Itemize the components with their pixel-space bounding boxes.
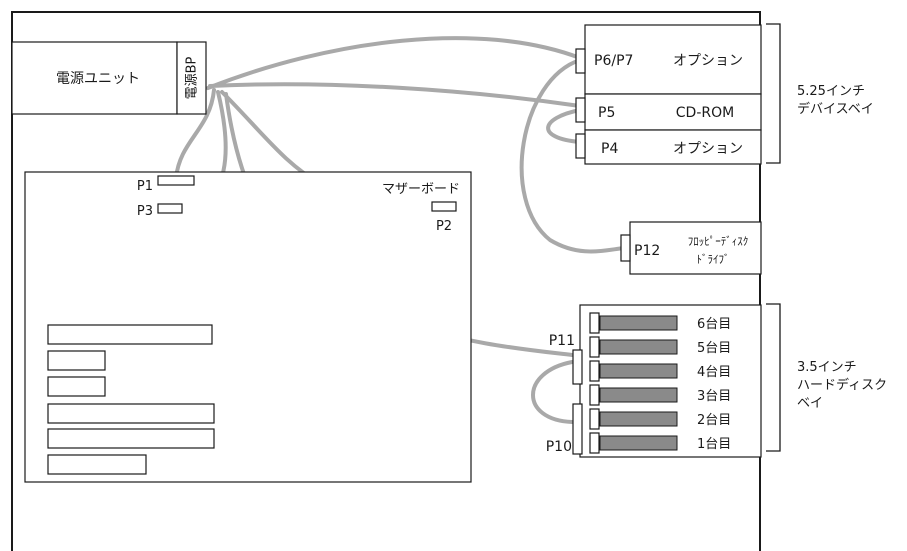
expansion-slot [47, 428, 215, 449]
p2-connector [431, 201, 457, 212]
hdd-group-label-2: ハードディスク [797, 377, 887, 393]
p4-label: P4 [601, 141, 618, 157]
hdd-label-1: 1台目 [697, 437, 731, 452]
psu-backplane-label: 電源BP [185, 56, 200, 99]
expansion-slot [47, 350, 106, 371]
cable-p5-p4 [546, 108, 582, 144]
hdd-connector [589, 432, 600, 454]
p2-label: P2 [436, 219, 452, 234]
hdd-drive-5 [599, 339, 678, 355]
hdd-connector [589, 336, 600, 358]
hdd-connector [589, 384, 600, 406]
expansion-slot [47, 324, 213, 345]
expansion-slot [47, 454, 147, 475]
hdd-drive-6 [599, 315, 678, 331]
hdd-drive-4 [599, 363, 678, 379]
cable-p11-p10 [531, 360, 574, 424]
chassis-frame [11, 11, 761, 551]
floppy-box [629, 221, 762, 275]
floppy-label-1: ﾌﾛｯﾋﾟｰﾃﾞｨｽｸ [688, 235, 749, 248]
p1-connector [157, 175, 195, 186]
p4-connector [575, 133, 586, 159]
cable-p12 [519, 58, 626, 254]
p10-label: P10 [546, 439, 572, 455]
p11-connector [572, 349, 583, 385]
bay-525-3-label: オプション [673, 141, 743, 157]
hdd-group-label-1: 3.5インチ [797, 360, 857, 375]
hdd-label-3: 3台目 [697, 389, 731, 404]
p6p7-connector [575, 48, 586, 74]
expansion-slot [47, 376, 106, 397]
hdd-drive-2 [599, 411, 678, 427]
hdd-drive-3 [599, 387, 678, 403]
psu-backplane-box [176, 41, 207, 115]
p6p7-label: P6/P7 [594, 53, 633, 69]
bays-525-bracket [766, 23, 781, 164]
bays-525: P6/P7 オプション P5 CD-ROM P4 オプション 5.25インチ デ… [575, 23, 874, 165]
p1-label: P1 [137, 179, 153, 194]
p11-label: P11 [549, 333, 575, 349]
bays-525-group-label-1: 5.25インチ [797, 84, 865, 99]
p5-label: P5 [598, 105, 615, 121]
hdd-label-4: 4台目 [697, 365, 731, 380]
hdd-connector [589, 360, 600, 382]
cable-p5 [208, 82, 582, 108]
expansion-slot [47, 403, 215, 424]
hdd-bays-bracket [766, 303, 781, 452]
power-supply: 電源ユニット 電源BP [11, 41, 207, 115]
hdd-connector [589, 408, 600, 430]
p3-connector [157, 203, 183, 214]
bay-525-2-label: CD-ROM [676, 105, 734, 121]
hdd-label-6: 6台目 [697, 317, 731, 332]
p12-connector [620, 234, 631, 262]
motherboard-label: マザーボード [382, 182, 460, 197]
p5-connector [575, 97, 586, 123]
cable-p6p7 [206, 36, 582, 90]
bay-525-1-label: オプション [673, 53, 743, 69]
hdd-bays: 6台目 5台目 4台目 3台目 2台目 1台目 P11 P10 3.5インチ ハ… [546, 303, 887, 458]
p3-label: P3 [137, 204, 153, 219]
hdd-group-label-3: ベイ [797, 396, 823, 411]
p10-connector [572, 403, 583, 455]
hdd-label-2: 2台目 [697, 413, 731, 428]
bays-525-group-label-2: デバイスベイ [797, 101, 874, 117]
hdd-connector [589, 312, 600, 334]
hdd-label-5: 5台目 [697, 341, 731, 356]
floppy-drive: P12 ﾌﾛｯﾋﾟｰﾃﾞｨｽｸ ﾄﾞﾗｲﾌﾞ [620, 221, 762, 275]
hdd-drive-1 [599, 435, 678, 451]
psu-label: 電源ユニット [56, 71, 140, 87]
p12-label: P12 [634, 243, 660, 259]
cable-p1 [174, 88, 216, 180]
motherboard: マザーボード P1 P3 P2 [24, 171, 472, 483]
floppy-label-2: ﾄﾞﾗｲﾌﾞ [697, 253, 730, 266]
